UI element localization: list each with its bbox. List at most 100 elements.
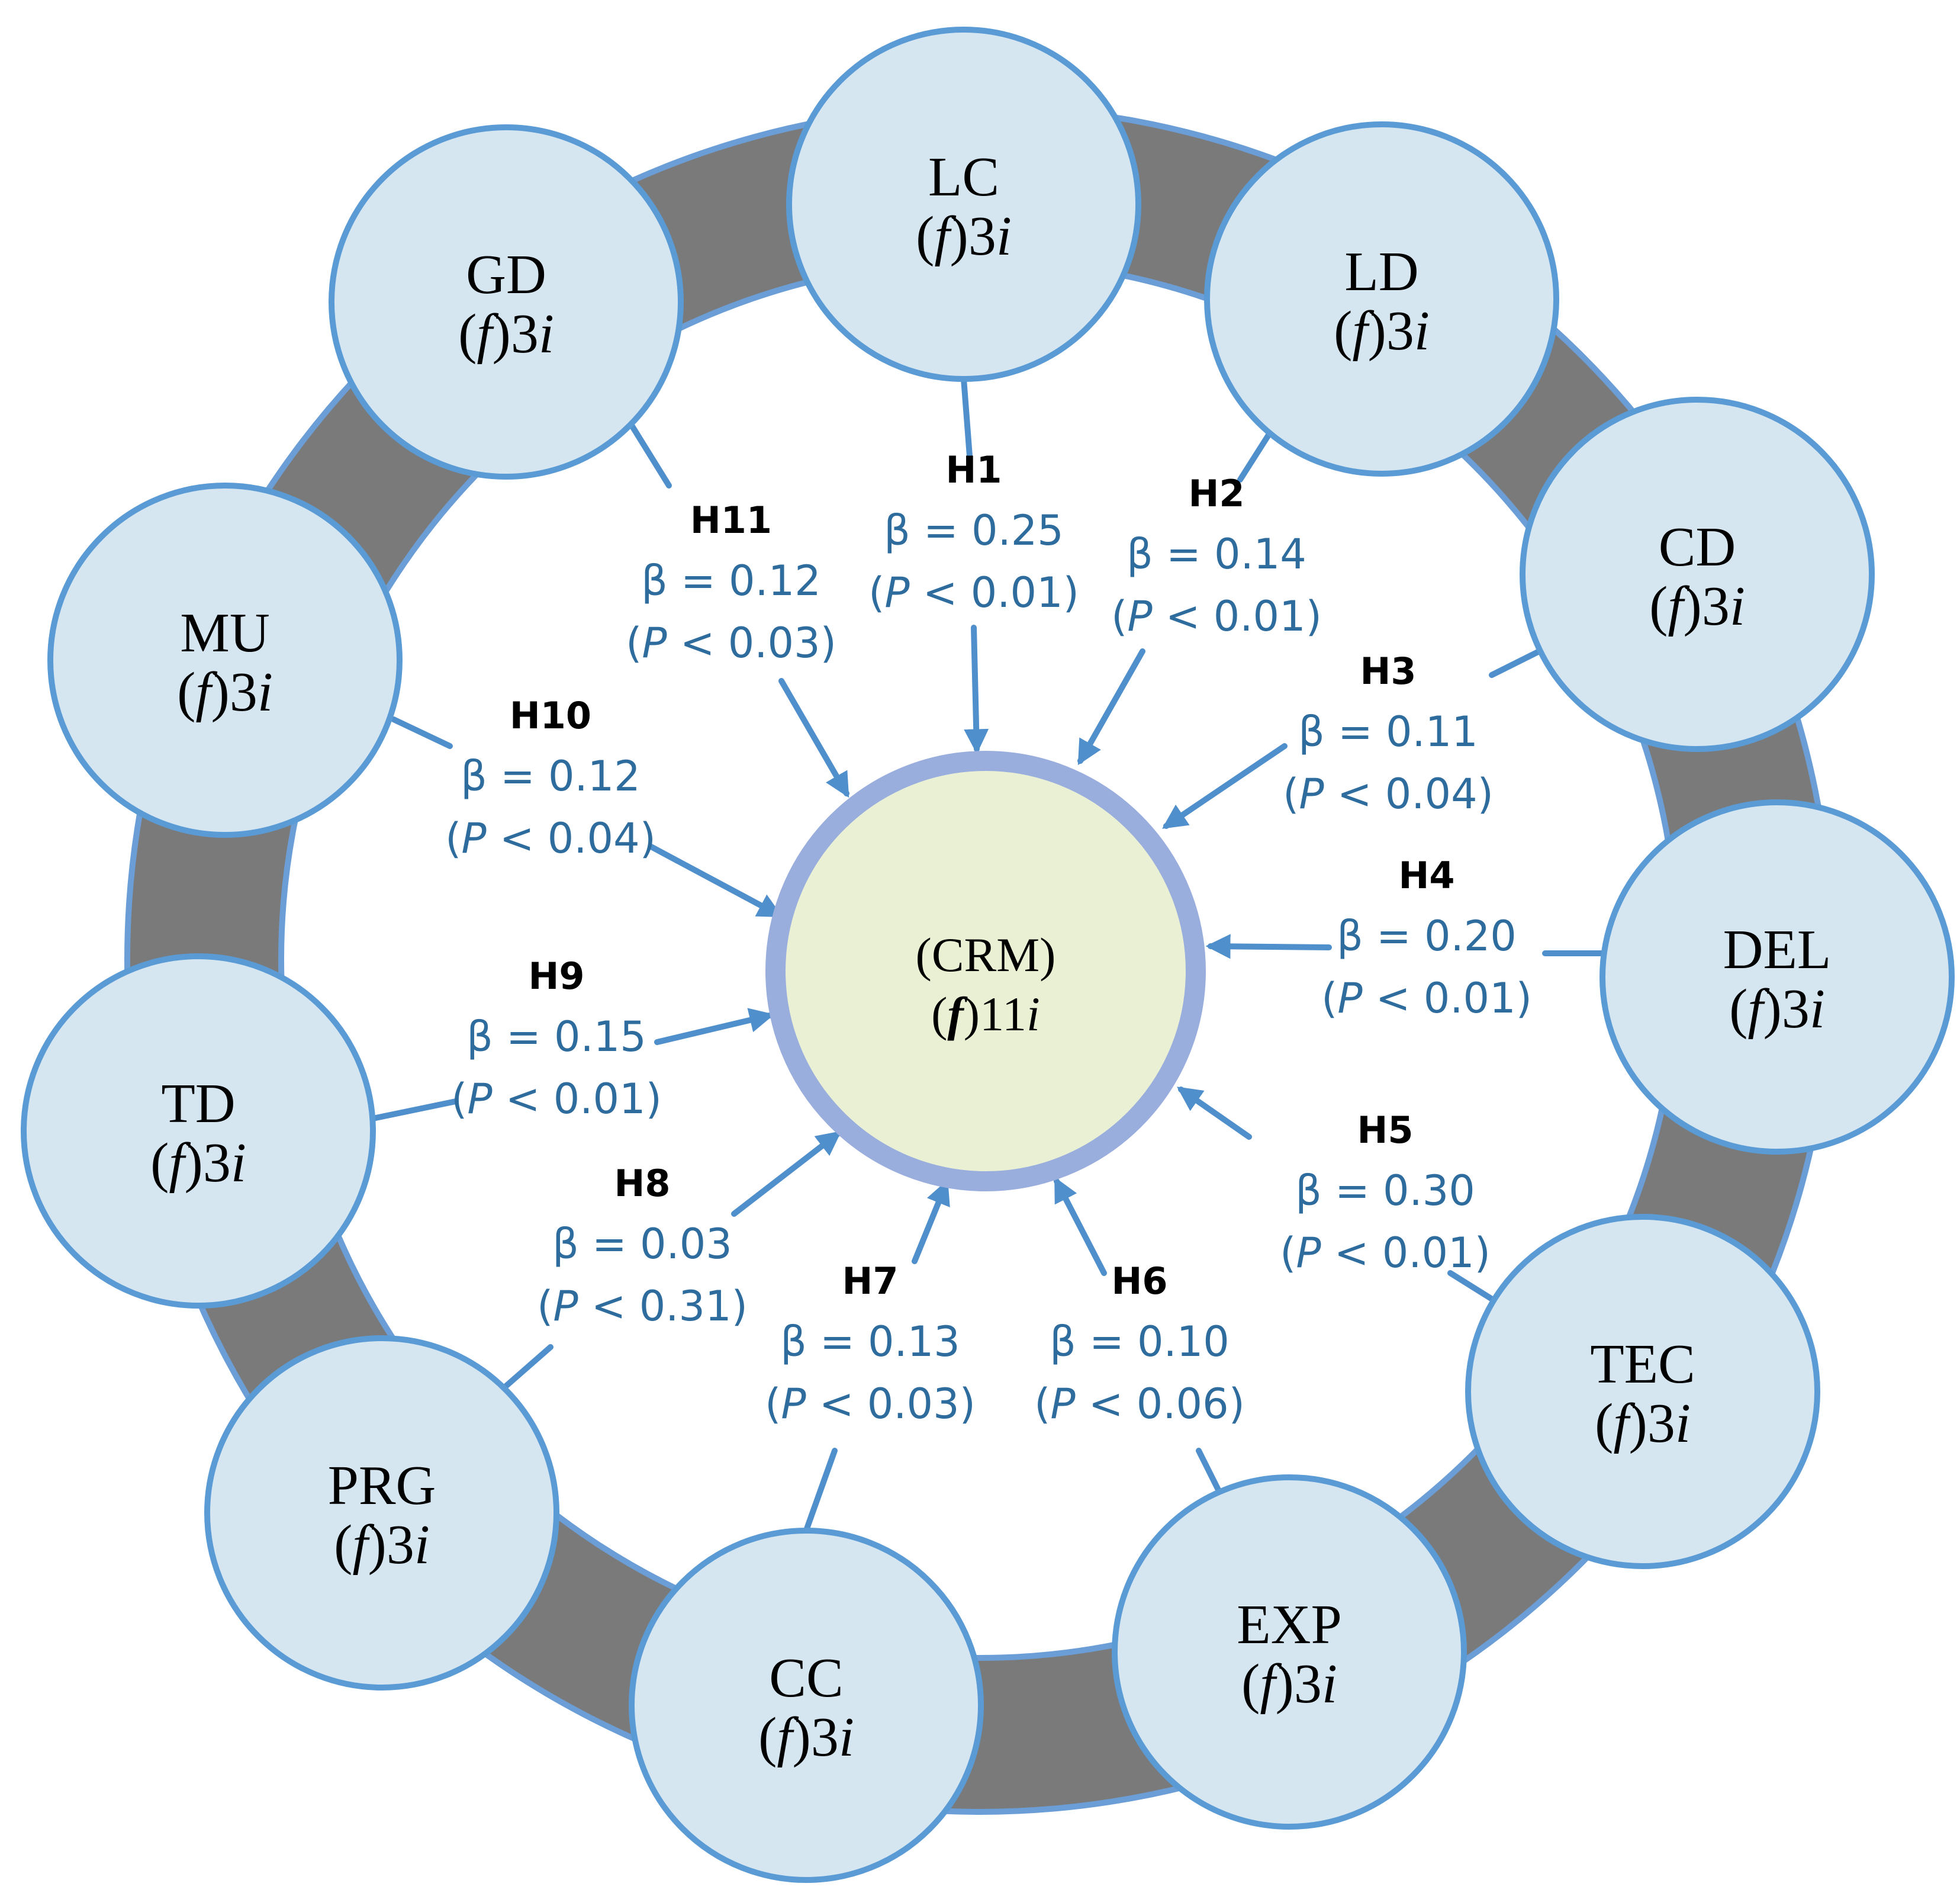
node-del-formula-f: f [1747,978,1769,1040]
node-lc: LC(f)3i [786,27,1141,382]
node-cd-formula-f: f [1668,576,1689,637]
h6-arrow [1054,1177,1107,1276]
node-td-formula-n: 3 [203,1132,231,1194]
h11-beta: β = 0.12 [641,557,821,605]
node-prg-formula-f: f [352,1514,374,1576]
h1-p-rest: < 0.01) [910,568,1079,617]
h10-arrow [648,844,783,918]
node-exp: EXP(f)3i [1112,1474,1467,1830]
node-exp-formula-i: i [1322,1653,1337,1715]
h10-connector-line [391,716,453,749]
node-ld-formula-f: f [1352,300,1374,362]
node-tec: TEC(f)3i [1465,1214,1820,1569]
h4-p-rest: < 0.01) [1363,974,1532,1023]
node-ld: LD(f)3i [1204,121,1559,477]
node-del-formula-n: 3 [1782,978,1810,1040]
h11-label: H11 [690,499,772,542]
node-del-name: DEL [1723,919,1832,981]
center-node-crm: (CRM) (f)11i [765,751,1206,1191]
h9-connector-line [367,1098,459,1122]
h6-beta: β = 0.10 [1050,1317,1230,1366]
hypothesis-links [367,376,1604,1537]
node-td: TD(f)3i [21,953,376,1309]
h9-p-letter: P [467,1075,493,1123]
h7-label-group: H7β = 0.13(P < 0.03) [765,1259,976,1428]
h6-p-rest: < 0.06) [1076,1380,1245,1428]
h1-label-group: H1β = 0.25(P < 0.01) [868,448,1079,617]
node-mu-name: MU [180,602,269,664]
node-exp-circle [1112,1474,1467,1830]
h4-p-letter: P [1337,974,1363,1023]
h5-label: H5 [1357,1108,1413,1152]
node-cc-name: CC [769,1647,843,1709]
node-cd-circle [1520,397,1875,752]
center-node-name: (CRM) [916,928,1056,982]
node-prg-formula-i: i [414,1514,430,1576]
h4-p-value: (P < 0.01) [1321,974,1532,1023]
h8-beta: β = 0.03 [552,1220,732,1268]
h9-beta: β = 0.15 [466,1013,646,1061]
node-lc-formula-i: i [996,205,1012,267]
node-ld-formula: (f)3i [1334,300,1430,362]
node-td-name: TD [161,1073,235,1134]
h9-p-rest: < 0.01) [493,1075,662,1123]
h8-label-group: H8β = 0.03(P < 0.31) [537,1162,748,1330]
h11-connector-line [627,420,672,488]
h7-p-letter: P [781,1380,806,1428]
node-del-formula-i: i [1810,978,1825,1040]
node-prg: PRG(f)3i [204,1335,559,1690]
h2-p-rest: < 0.01) [1153,592,1322,641]
h6-p-letter: P [1050,1380,1076,1428]
node-lc-formula-f: f [934,205,956,267]
node-prg-formula-n: 3 [387,1514,414,1576]
h8-p-rest: < 0.31) [578,1282,748,1330]
h6-p-value: (P < 0.06) [1034,1380,1245,1428]
node-cc-circle [629,1528,984,1883]
h10-p-letter: P [461,814,487,863]
node-cc: CC(f)3i [629,1528,984,1883]
center-node-ring [765,751,1206,1191]
node-mu-formula-n: 3 [230,661,258,723]
h5-arrow [1177,1087,1252,1140]
h1-beta: β = 0.25 [884,506,1064,555]
h8-p-letter: P [553,1282,578,1330]
node-td-formula-i: i [231,1132,246,1194]
h7-p-rest: < 0.03) [806,1380,976,1428]
node-prg-circle [204,1335,559,1690]
node-td-formula-f: f [169,1132,191,1194]
node-mu-formula-f: f [195,661,217,723]
node-td-circle [21,953,376,1309]
h11-p-rest: < 0.03) [667,619,836,667]
node-cd-formula-i: i [1730,576,1745,637]
h1-label: H1 [945,448,1002,491]
h10-label: H10 [510,694,591,737]
node-lc-circle [786,27,1141,382]
h6-label: H6 [1111,1259,1167,1303]
node-tec-formula-f: f [1613,1393,1635,1454]
node-mu: MU(f)3i [47,483,403,838]
node-cd-formula-n: 3 [1702,576,1730,637]
h7-beta: β = 0.13 [780,1317,960,1366]
construct-nodes: LC(f)3iLD(f)3iCD(f)3iDEL(f)3iTEC(f)3iEXP… [21,27,1955,1883]
center-node-formula: (f)11i [931,987,1040,1041]
h2-label-group: H2β = 0.14(P < 0.01) [1111,472,1322,641]
node-exp-formula-f: f [1260,1653,1282,1715]
h11-arrow [778,678,849,798]
node-cc-formula: (f)3i [758,1706,854,1768]
node-exp-formula: (f)3i [1241,1653,1337,1715]
node-gd-circle [329,124,684,480]
h4-label-group: H4β = 0.20(P < 0.01) [1321,854,1532,1023]
node-lc-name: LC [928,146,999,208]
h6-connector-line [1196,1448,1222,1495]
h8-arrow [731,1130,842,1217]
h9-label: H9 [528,954,584,998]
h9-p-value: (P < 0.01) [451,1075,662,1123]
h1-connector-line [961,376,973,459]
h1-p-letter: P [884,568,910,617]
h3-p-rest: < 0.04) [1324,770,1494,818]
node-mu-formula: (f)3i [177,661,273,723]
h7-p-value: (P < 0.03) [765,1380,976,1428]
node-gd-formula-n: 3 [511,303,539,365]
node-gd-formula: (f)3i [458,303,554,365]
